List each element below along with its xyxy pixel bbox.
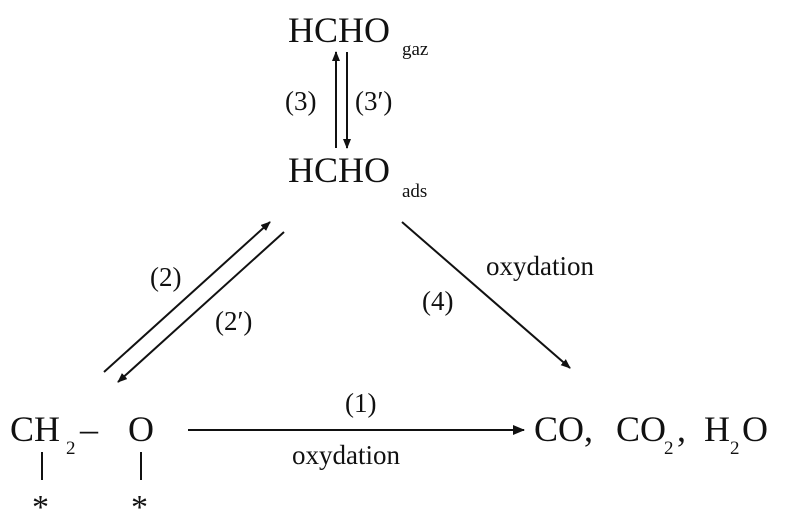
surface-site-c: * xyxy=(32,489,49,519)
arrow-step-2-prime xyxy=(117,231,285,383)
ch-text: CH xyxy=(10,409,60,449)
h2o-o-text: O xyxy=(742,409,768,449)
co-text: CO, xyxy=(534,409,593,449)
surface-site-o: * xyxy=(131,489,148,519)
h2o-subscript: 2 xyxy=(730,438,740,459)
surface-species: CH 2 – O * * xyxy=(10,409,154,524)
hcho-ads-subscript: ads xyxy=(402,181,427,202)
arrow-step-4-oxidation xyxy=(401,221,571,369)
bond-dash: – xyxy=(79,409,99,449)
arrow-step-2 xyxy=(103,221,271,373)
step-1-label: (1) xyxy=(345,388,376,418)
step-3-prime-label: (3′) xyxy=(355,86,392,116)
hcho-gas-subscript: gaz xyxy=(402,39,428,60)
products: CO, CO 2 , H 2 O xyxy=(534,409,768,459)
products-comma: , xyxy=(677,409,686,449)
hcho-gas-main: HCHO xyxy=(288,10,390,50)
step-2-label: (2) xyxy=(150,262,181,292)
step-3-label: (3) xyxy=(285,86,316,116)
hcho-ads-main: HCHO xyxy=(288,150,390,190)
step-4-label: (4) xyxy=(422,286,453,316)
oxidation-1-label: oxydation xyxy=(292,440,400,470)
step-2-prime-label: (2′) xyxy=(215,306,252,336)
co2-subscript: 2 xyxy=(664,438,674,459)
oxidation-4-label: oxydation xyxy=(486,251,594,281)
o-text: O xyxy=(128,409,154,449)
co2-text: CO xyxy=(616,409,666,449)
hcho-gas-label: HCHO gaz xyxy=(288,10,428,60)
h2o-h-text: H xyxy=(704,409,730,449)
ch2-subscript: 2 xyxy=(66,438,76,459)
hcho-ads-label: HCHO ads xyxy=(288,150,427,202)
